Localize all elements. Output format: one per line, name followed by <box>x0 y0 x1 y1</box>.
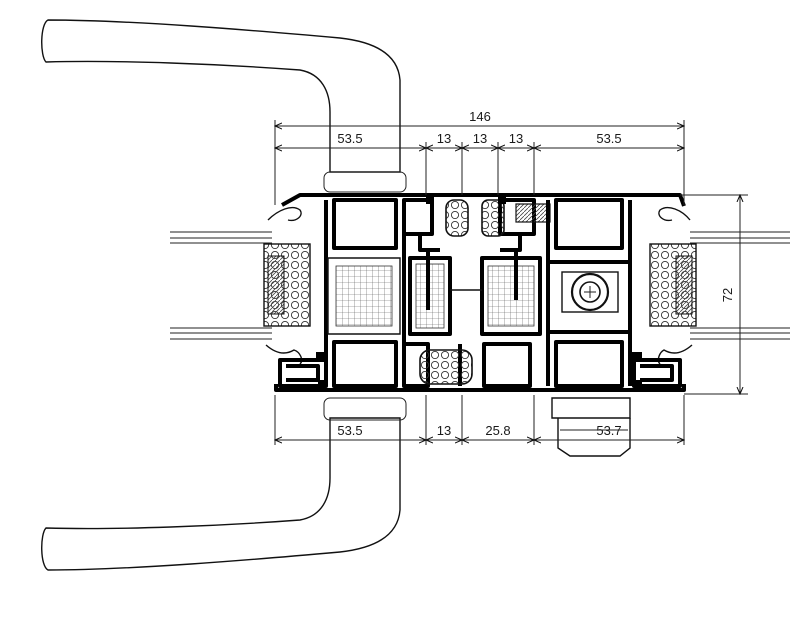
upper-handle <box>41 19 407 193</box>
dimension-lines <box>275 120 748 445</box>
dim-top-mid-2: 13 <box>473 131 487 146</box>
frame-profile <box>265 193 693 392</box>
dim-bottom-center: 25.8 <box>485 423 510 438</box>
dim-overall-width: 146 <box>469 109 491 124</box>
dim-height: 72 <box>720 288 735 302</box>
dim-bottom-mid: 13 <box>437 423 451 438</box>
dim-top-mid-1: 13 <box>437 131 451 146</box>
left-glazing <box>170 231 311 340</box>
dimension-labels: 146 53.5 13 13 13 53.5 53.5 13 25.8 53.7… <box>337 109 735 438</box>
dim-top-right: 53.5 <box>596 131 621 146</box>
dim-top-mid-3: 13 <box>509 131 523 146</box>
right-glazing <box>649 231 790 340</box>
lower-handle <box>41 397 407 571</box>
dim-bottom-right: 53.7 <box>596 423 621 438</box>
dim-top-left: 53.5 <box>337 131 362 146</box>
dim-bottom-left: 53.5 <box>337 423 362 438</box>
